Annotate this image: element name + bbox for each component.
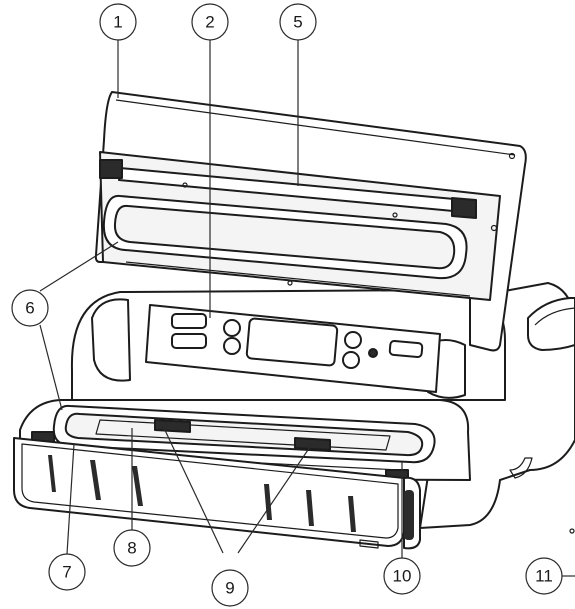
callout-8: 8 xyxy=(113,529,151,567)
callout-1: 1 xyxy=(99,3,137,41)
callout-circle xyxy=(211,569,249,607)
front-corner-grip xyxy=(404,490,414,540)
panel-indicator xyxy=(368,348,378,358)
lid-screw-2 xyxy=(392,212,398,218)
callout-6: 6 xyxy=(11,289,49,327)
lid-screw-4 xyxy=(490,224,498,232)
callout-number: 5 xyxy=(293,13,302,32)
lid-screw-1 xyxy=(182,182,188,188)
panel-button-1 xyxy=(171,313,207,329)
callout-number: 2 xyxy=(205,13,214,32)
leader-9a xyxy=(162,425,224,554)
vent-slot xyxy=(306,490,314,526)
leader-6a xyxy=(39,241,119,292)
lid-hinge-right xyxy=(451,197,477,219)
callout-circle xyxy=(99,3,137,41)
lid-screw-3 xyxy=(287,280,293,286)
callout-circle xyxy=(279,3,317,41)
front-face-border xyxy=(21,443,399,539)
panel-button-2 xyxy=(171,333,207,349)
side-handle-inner xyxy=(534,307,575,326)
base-foot xyxy=(359,539,379,549)
lid-screw-5 xyxy=(508,152,516,160)
lid-top-edge xyxy=(115,99,516,156)
panel-button-3 xyxy=(388,339,424,359)
roll-holder-left xyxy=(91,298,131,382)
vent-slot xyxy=(132,466,143,506)
upper-gasket-inner xyxy=(113,204,456,270)
side-handle-recess xyxy=(527,297,575,351)
callout-number: 9 xyxy=(225,579,234,598)
vacuum-chamber xyxy=(95,419,391,451)
callout-10: 10 xyxy=(383,557,421,595)
callout-circle xyxy=(191,3,229,41)
callout-number: 1 xyxy=(113,13,122,32)
leader-9b xyxy=(237,443,313,554)
callout-number: 7 xyxy=(62,563,71,582)
panel-display xyxy=(245,317,339,367)
callout-11: 11 xyxy=(525,557,563,595)
callout-circle xyxy=(113,529,151,567)
panel-knob-3 xyxy=(344,331,362,349)
bag-clip-right xyxy=(294,437,331,451)
lid-hinge-left xyxy=(99,159,123,179)
panel-knob-2 xyxy=(223,337,241,355)
lid-lower-strip xyxy=(125,261,471,297)
front-vents xyxy=(48,455,356,532)
callout-7: 7 xyxy=(48,553,86,591)
base-foot-right xyxy=(509,457,533,479)
callout-circle xyxy=(48,553,86,591)
callout-number: 10 xyxy=(393,567,412,586)
bag-clip-left xyxy=(154,419,191,433)
vacuum-sealer-illustration xyxy=(13,91,575,550)
panel-knob-4 xyxy=(342,351,360,369)
callout-circle xyxy=(383,557,421,595)
vent-slot xyxy=(90,460,101,500)
callout-9: 9 xyxy=(211,569,249,607)
leader-7 xyxy=(66,443,75,555)
vent-slot xyxy=(48,455,56,492)
callout-2: 2 xyxy=(191,3,229,41)
callout-number: 11 xyxy=(535,567,553,586)
vent-slot xyxy=(264,484,272,520)
leader-6b xyxy=(39,324,63,411)
vent-slot xyxy=(348,496,356,532)
leader-lines xyxy=(39,40,575,577)
panel-knob-1 xyxy=(223,319,241,337)
callouts: 1 2 5 6 7 8 9 10 xyxy=(11,3,563,607)
callout-number: 6 xyxy=(25,299,34,318)
power-port xyxy=(569,528,575,534)
callout-number: 8 xyxy=(127,539,136,558)
callout-5: 5 xyxy=(279,3,317,41)
callout-circle xyxy=(525,557,563,595)
callout-circle xyxy=(11,289,49,327)
